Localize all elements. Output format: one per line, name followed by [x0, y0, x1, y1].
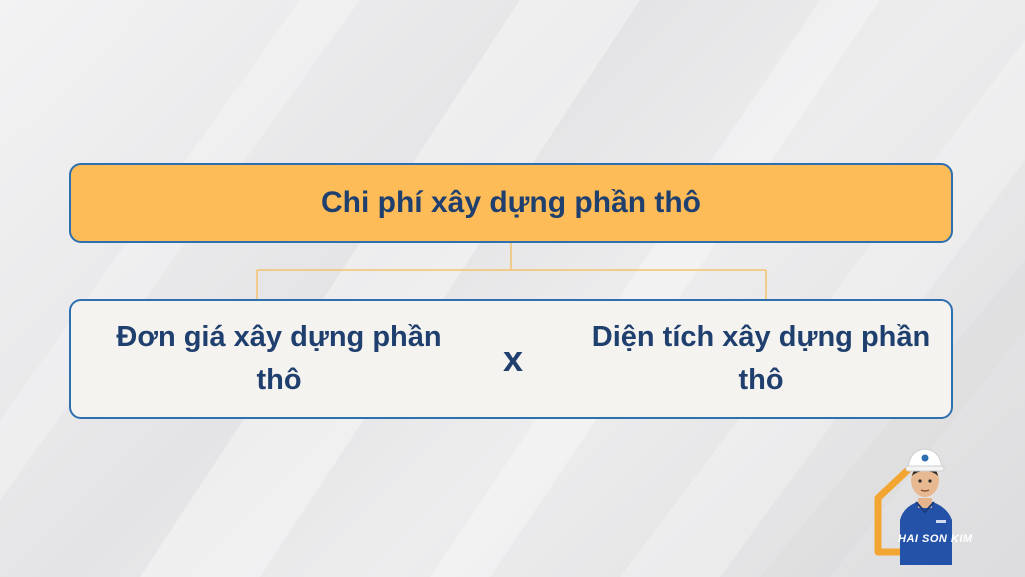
operand-left: Đơn giá xây dựng phần thô — [116, 321, 442, 396]
worker-mascot-icon — [874, 448, 952, 565]
logo-text: HAI SON KIM — [898, 533, 973, 545]
operand-right: Diện tích xây dựng phần thô — [591, 321, 931, 396]
formula-box: Đơn giá xây dựng phần thô x Diện tích xâ… — [69, 299, 953, 419]
multiply-operator: x — [502, 338, 524, 379]
result-box: Chi phí xây dựng phần thô — [69, 163, 953, 243]
result-label: Chi phí xây dựng phần thô — [320, 186, 702, 219]
